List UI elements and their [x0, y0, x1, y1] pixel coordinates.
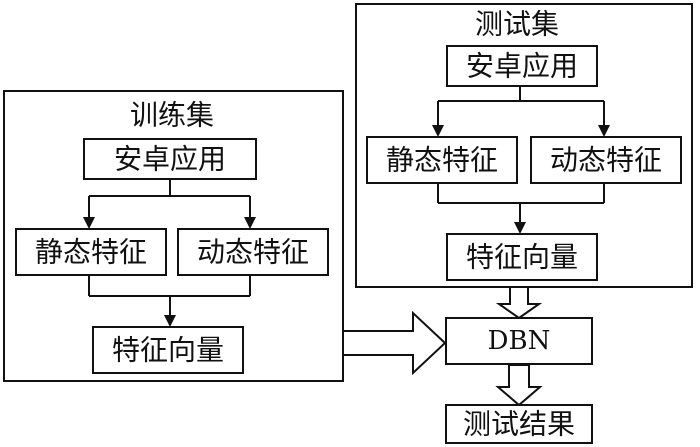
train-group: 训练集 安卓应用 静态特征 动态特征 特征向量 — [3, 90, 344, 382]
train-arrowhead-static — [83, 217, 95, 229]
test-to-dbn-arrow — [495, 286, 543, 320]
test-app-label: 安卓应用 — [466, 50, 578, 83]
test-title: 测试集 — [475, 8, 559, 41]
train-vector-box — [92, 326, 244, 374]
dbn-box — [445, 317, 593, 365]
dbn-to-result-arrow — [495, 364, 543, 407]
test-vector-box — [446, 233, 598, 281]
result-box — [445, 404, 593, 444]
train-dynamic-box — [177, 228, 329, 276]
test-app-box — [446, 45, 598, 87]
test-dynamic-label: 动态特征 — [550, 144, 662, 177]
train-dynamic-label: 动态特征 — [197, 236, 309, 269]
train-static-box — [15, 228, 167, 276]
train-title: 训练集 — [130, 99, 214, 132]
train-arrowhead-vector — [164, 315, 176, 327]
test-vector-label: 特征向量 — [466, 241, 578, 274]
train-vector-label: 特征向量 — [112, 334, 224, 367]
train-to-dbn-arrow — [342, 310, 447, 376]
test-static-box — [366, 136, 518, 184]
test-dynamic-box — [530, 136, 682, 184]
test-arrowhead-vector — [514, 222, 526, 234]
test-arrowhead-static — [432, 125, 444, 137]
dbn-label: DBN — [488, 326, 551, 356]
train-app-label: 安卓应用 — [114, 143, 226, 176]
train-frame — [3, 90, 344, 382]
result-label: 测试结果 — [463, 408, 575, 441]
train-arrowhead-dynamic — [244, 217, 256, 229]
test-group: 测试集 安卓应用 静态特征 动态特征 特征向量 — [355, 3, 693, 288]
test-arrowhead-dynamic — [598, 125, 610, 137]
train-static-label: 静态特征 — [35, 236, 147, 269]
test-static-label: 静态特征 — [386, 144, 498, 177]
